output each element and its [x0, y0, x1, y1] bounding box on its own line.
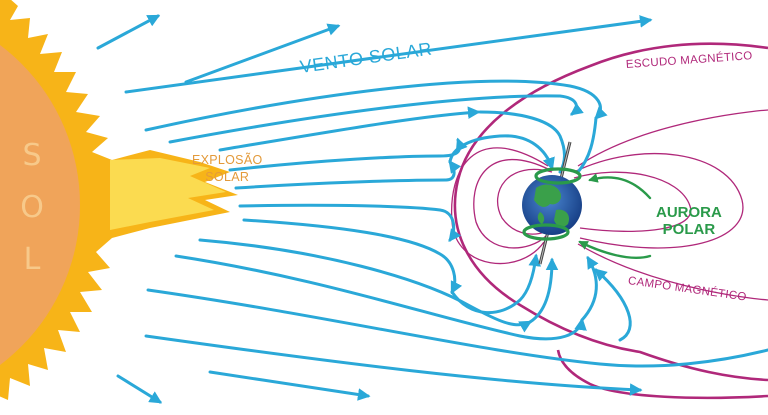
sun-letter: O [20, 190, 44, 225]
solar-explosion-label-line1: EXPLOSÃO [192, 153, 263, 167]
wind-stream [234, 159, 462, 190]
aurora-pointer-arrow [578, 240, 652, 260]
field-loop [577, 243, 768, 301]
wind-arrow [96, 14, 161, 50]
wind-stream [448, 134, 555, 171]
sun-letter: L [23, 242, 41, 277]
wind-stream [144, 79, 608, 132]
field-loop [473, 158, 551, 249]
solar-wind [96, 14, 768, 404]
wind-arrow [184, 23, 341, 84]
wind-stream [242, 218, 463, 295]
field-loop [497, 168, 553, 235]
wind-stream [238, 203, 462, 243]
solar-explosion-label-line2: SOLAR [205, 169, 250, 184]
aurora-label: AURORA POLAR [656, 204, 722, 239]
sun-core [0, 45, 80, 365]
wind-stream [580, 255, 599, 322]
earth-continent [534, 184, 570, 227]
wind-stream [168, 94, 584, 144]
wind-stream [528, 257, 559, 324]
wind-stream [146, 288, 768, 368]
aurora-label-line1: AURORA [656, 204, 722, 221]
wind-stream [228, 137, 468, 172]
wind-stream [174, 254, 587, 341]
wind-stream [576, 116, 598, 174]
wind-arrow [124, 15, 653, 94]
wind-arrow [116, 374, 163, 404]
wind-arrow [208, 370, 371, 401]
wind-stream [144, 334, 643, 396]
sun-letter: S [22, 138, 42, 173]
earth [522, 141, 582, 265]
wind-stream [218, 106, 481, 152]
field-loop [577, 109, 768, 167]
wind-stream [198, 238, 533, 333]
field-loop [573, 152, 744, 249]
solar-explosion-label: EXPLOSÃO SOLAR [192, 152, 263, 186]
aurora-label-line2: POLAR [662, 221, 716, 239]
sun [0, 0, 238, 400]
explosion-flame [110, 158, 226, 230]
wind-stream [594, 268, 632, 342]
aurora-ring-north [534, 167, 582, 185]
aurora-pointers [578, 173, 652, 260]
wind-stream [450, 253, 541, 314]
field-loop [573, 171, 692, 232]
aurora-ring-south [522, 223, 570, 241]
aurora-pointer-arrow [588, 173, 652, 200]
